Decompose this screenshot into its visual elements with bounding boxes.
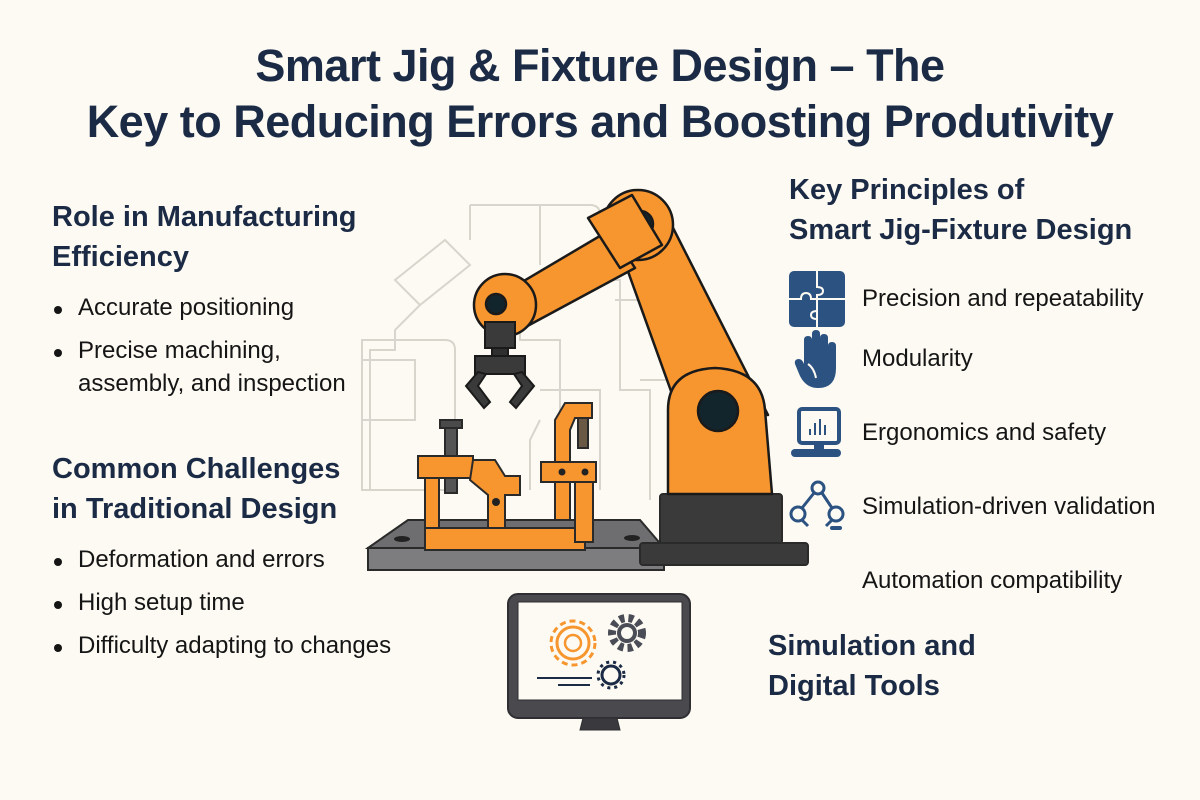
list-item: Difficulty adapting to changes bbox=[52, 629, 472, 662]
challenges-heading-line-1: Common Challenges bbox=[52, 453, 341, 485]
principle-item-modularity: Modularity bbox=[788, 330, 973, 388]
principle-item-automation: Automation compatibility bbox=[788, 552, 1122, 610]
role-heading-line-2: Efficiency bbox=[52, 241, 189, 273]
challenges-heading-line-2: in Traditional Design bbox=[52, 493, 338, 525]
principle-item-simulation: Simulation-driven validation bbox=[788, 478, 1155, 536]
simulation-heading-line-2: Digital Tools bbox=[768, 670, 940, 702]
monitor-chart-icon bbox=[788, 404, 846, 462]
list-item: Precise machining, assembly, and inspect… bbox=[52, 334, 372, 400]
principle-label: Modularity bbox=[862, 345, 973, 372]
principle-label: Simulation-driven validation bbox=[862, 493, 1156, 520]
simulation-monitor bbox=[507, 593, 691, 731]
principle-label: Ergonomics and safety bbox=[862, 419, 1107, 446]
list-item: Accurate positioning bbox=[52, 291, 392, 324]
title-line-1: Smart Jig & Fixture Design – The bbox=[255, 40, 945, 91]
network-nodes-icon bbox=[788, 478, 846, 536]
role-heading-line-1: Role in Manufacturing bbox=[52, 201, 357, 233]
robot-gripper bbox=[464, 321, 536, 410]
gear-icons bbox=[537, 614, 646, 690]
title-line-2: Key to Reducing Errors and Boosting Prod… bbox=[86, 96, 1114, 147]
principle-label: Precision and repeatability bbox=[862, 285, 1144, 312]
simulation-heading-line-1: Simulation and bbox=[768, 630, 976, 662]
robot-base bbox=[639, 493, 809, 566]
left-clamp bbox=[417, 419, 586, 551]
challenges-bullet-list: Deformation and errors High setup time D… bbox=[52, 543, 472, 672]
hand-icon bbox=[788, 330, 846, 388]
principles-section-heading: Key Principles of Smart Jig-Fixture Desi… bbox=[789, 170, 1132, 250]
role-bullet-list: Accurate positioning Precise machining, … bbox=[52, 291, 392, 410]
simulation-section-heading: Simulation and Digital Tools bbox=[768, 626, 976, 706]
role-section-heading: Role in Manufacturing Efficiency bbox=[52, 197, 357, 277]
right-clamp bbox=[540, 402, 597, 543]
list-item: Deformation and errors bbox=[52, 543, 472, 576]
principles-heading-line-1: Key Principles of bbox=[789, 174, 1025, 206]
challenges-section-heading: Common Challenges in Traditional Design bbox=[52, 449, 340, 529]
principle-item-ergonomics: Ergonomics and safety bbox=[788, 404, 1106, 462]
robot-arm bbox=[472, 188, 774, 496]
principles-heading-line-2: Smart Jig-Fixture Design bbox=[789, 214, 1133, 246]
list-item: High setup time bbox=[52, 586, 472, 619]
principle-label: Automation compatibility bbox=[862, 567, 1123, 594]
puzzle-icon bbox=[788, 270, 846, 328]
blank-icon-slot bbox=[788, 552, 846, 610]
page-title: Smart Jig & Fixture Design – The Key to … bbox=[0, 38, 1200, 150]
principle-item-precision: Precision and repeatability bbox=[788, 270, 1144, 328]
